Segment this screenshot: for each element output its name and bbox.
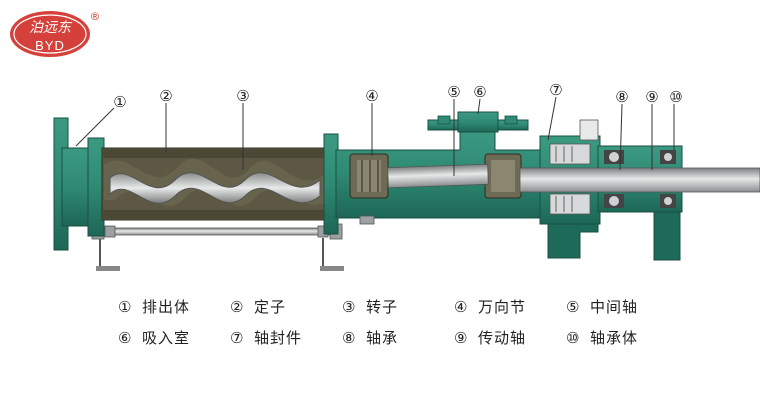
legend-number: ⑧	[342, 329, 357, 347]
tie-rod	[91, 227, 343, 236]
callout-8: ⑧	[615, 88, 628, 106]
legend-number: ⑦	[230, 329, 245, 347]
legend-number: ⑩	[566, 329, 581, 347]
parts-legend: ① 排出体 ② 定子 ③ 转子 ④ 万向节 ⑤ 中间轴 ⑥ 吸入室 ⑦ 轴封件 ⑧ 轴承 ⑨ 传动…	[118, 296, 678, 348]
callout-numbers: ① ② ③ ④ ⑤ ⑥ ⑦ ⑧ ⑨ ⑩	[113, 81, 682, 111]
drive-shaft	[519, 167, 760, 193]
legend-label: 轴封件	[254, 329, 303, 347]
legend-label: 排出体	[142, 298, 191, 316]
bearings	[604, 150, 676, 208]
legend-label: 转子	[366, 298, 399, 316]
legend-number: ②	[230, 298, 245, 316]
legend-item: ⑤ 中间轴	[566, 296, 678, 317]
legend-number: ⑤	[566, 298, 581, 316]
logo-english-text: BYD	[35, 38, 65, 53]
callout-6: ⑥	[473, 83, 486, 101]
rotor	[109, 172, 321, 204]
legend-number: ①	[118, 298, 133, 316]
logo-chinese-text: 泊远东	[29, 20, 73, 36]
callout-4: ④	[365, 87, 378, 105]
callout-1: ①	[113, 93, 126, 111]
legend-item: ④ 万向节	[454, 296, 566, 317]
pump-supports	[91, 223, 344, 271]
callout-5: ⑤	[447, 83, 460, 101]
legend-label: 轴承体	[590, 329, 639, 347]
callout-7: ⑦	[549, 81, 562, 99]
legend-item: ② 定子	[230, 296, 342, 317]
legend-item: ③ 转子	[342, 296, 454, 317]
legend-item: ⑥ 吸入室	[118, 327, 230, 348]
legend-number: ③	[342, 298, 357, 316]
legend-number: ⑨	[454, 329, 469, 347]
logo-ellipse	[10, 11, 90, 57]
legend-number: ④	[454, 298, 469, 316]
legend-item: ⑨ 传动轴	[454, 327, 566, 348]
legend-item: ⑩ 轴承体	[566, 327, 678, 348]
legend-item: ① 排出体	[118, 296, 230, 317]
legend-label: 吸入室	[142, 329, 191, 347]
legend-label: 传动轴	[478, 329, 527, 347]
discharge-body	[53, 117, 105, 251]
brand-logo: 泊远东 BYD ®	[10, 10, 101, 57]
shaft-seal	[539, 135, 601, 259]
legend-label: 中间轴	[590, 298, 639, 316]
callout-10: ⑩	[669, 88, 682, 106]
callout-leaders	[75, 96, 675, 176]
callout-3: ③	[236, 87, 249, 105]
registered-mark: ®	[90, 10, 101, 23]
legend-label: 万向节	[478, 298, 527, 316]
legend-number: ⑥	[118, 329, 133, 347]
universal-joint	[349, 153, 522, 199]
callout-9: ⑨	[645, 88, 658, 106]
legend-label: 轴承	[366, 329, 399, 347]
intermediate-shaft	[387, 163, 489, 189]
legend-label: 定子	[254, 298, 287, 316]
callout-2: ②	[159, 87, 172, 105]
legend-item: ⑧ 轴承	[342, 327, 454, 348]
legend-item: ⑦ 轴封件	[230, 327, 342, 348]
